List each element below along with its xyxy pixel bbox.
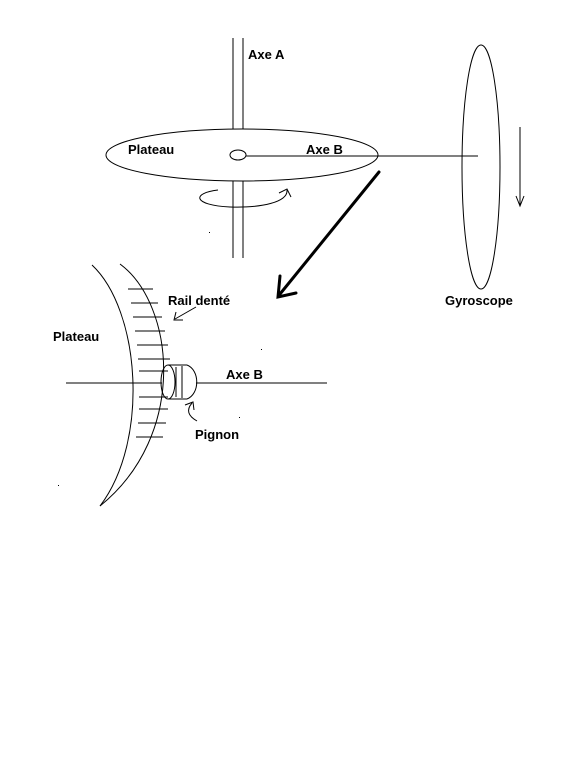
label-axe-b-top: Axe B xyxy=(306,142,343,157)
stray-dot xyxy=(239,417,240,418)
stray-dot xyxy=(261,349,262,350)
label-axe-a: Axe A xyxy=(248,47,285,62)
pinion-gear xyxy=(160,364,198,400)
detail-pointer-shaft xyxy=(278,170,381,296)
detail-assembly xyxy=(66,263,327,507)
pinion-back-curve xyxy=(186,364,198,400)
rail-dente-pointer-head xyxy=(173,311,183,321)
plateau-rim-outer xyxy=(91,264,134,507)
label-rail-dente: Rail denté xyxy=(168,293,230,308)
plateau-rotation-arrow xyxy=(199,189,288,208)
rail-dente-pointer xyxy=(174,306,197,320)
gyroscope-rotation-arrowhead xyxy=(515,195,525,208)
label-pignon: Pignon xyxy=(195,427,239,442)
plateau-rim-inner xyxy=(99,263,165,507)
detail-pointer-head xyxy=(276,274,298,299)
detail-pointer-arrow xyxy=(276,170,381,299)
plateau-top-disc xyxy=(105,128,379,182)
top-assembly xyxy=(105,38,525,290)
label-gyroscope: Gyroscope xyxy=(445,293,513,308)
plateau-rotation-arrowhead xyxy=(278,188,292,198)
label-plateau-detail: Plateau xyxy=(53,329,99,344)
pignon-pointer xyxy=(188,402,198,422)
stray-dot xyxy=(58,485,59,486)
stray-dot xyxy=(209,232,210,233)
pignon-pointer-head xyxy=(184,401,195,411)
rail-teeth xyxy=(128,288,170,438)
gyroscope-wheel xyxy=(461,44,501,290)
plateau-hub xyxy=(229,149,247,161)
stray-marks xyxy=(58,232,262,486)
label-plateau-top: Plateau xyxy=(128,142,174,157)
label-axe-b-detail: Axe B xyxy=(226,367,263,382)
